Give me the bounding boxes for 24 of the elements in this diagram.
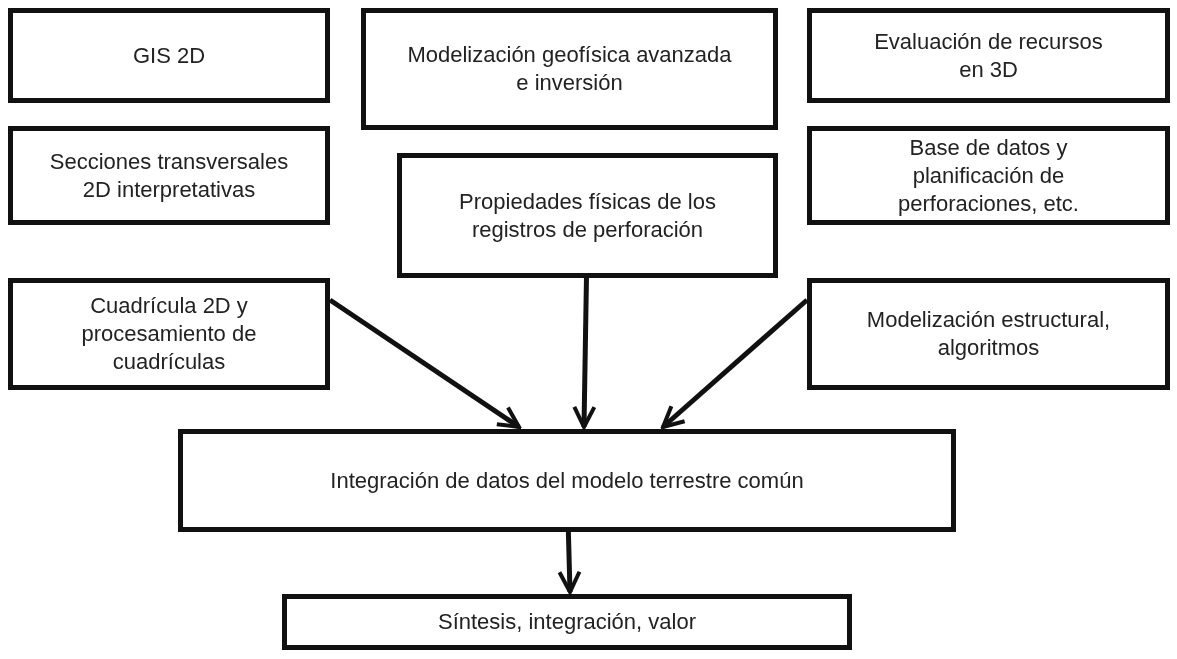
process-box [807, 8, 1170, 103]
arrow [557, 531, 582, 594]
process-box [282, 594, 852, 650]
process-box [8, 126, 330, 225]
box-label: Síntesis, integración, valor [437, 608, 697, 636]
process-box [397, 153, 778, 278]
box-label: Base de datos y planificación de perforaciones, etc. [897, 133, 1080, 218]
box-label: Cuadrícula 2D y procesamiento de cuadrículas [80, 292, 258, 376]
process-box [807, 126, 1170, 225]
process-box [8, 278, 330, 390]
process-box [8, 8, 330, 103]
process-box [178, 429, 956, 532]
box-label: Propiedades físicas de los registros de perforación [458, 187, 717, 244]
process-box [807, 278, 1170, 390]
box-label: Evaluación de recursos en 3D [873, 27, 1104, 84]
arrow [661, 298, 809, 429]
box-label: GIS 2D [131, 41, 207, 70]
arrow [572, 277, 597, 429]
box-label: Secciones transversales 2D interpretativas [48, 147, 290, 204]
box-label: Integración de datos del modelo terrestre común [329, 466, 805, 495]
process-box [361, 8, 778, 130]
arrow [328, 297, 521, 430]
box-label: Modelización estructural, algoritmos [865, 306, 1112, 362]
box-label: Modelización geofísica avanzada e inversión [406, 41, 733, 97]
